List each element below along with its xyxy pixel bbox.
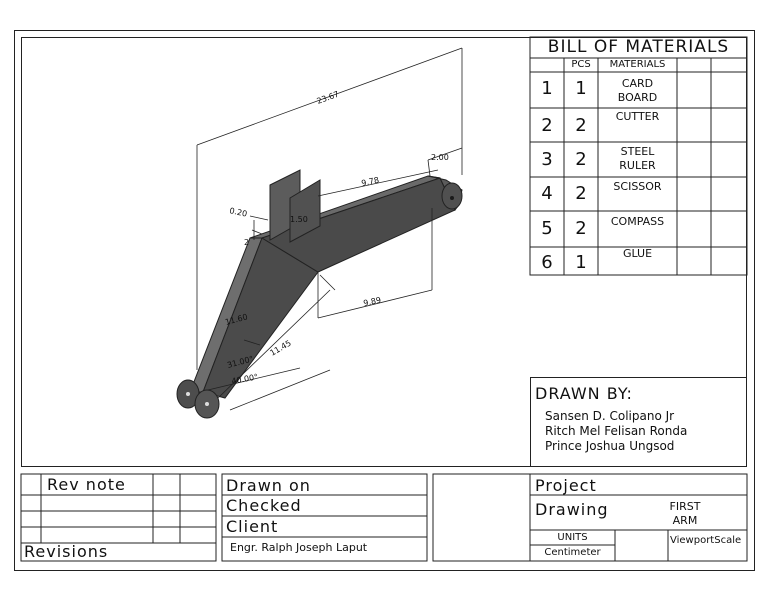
bom-row-material-2: BOARD xyxy=(617,91,658,104)
dim-9-89: 9.89 xyxy=(363,295,382,308)
bom-row-no: 6 xyxy=(541,252,553,273)
unit-value: Centimeter xyxy=(544,547,601,558)
drawn-by-name: Ritch Mel Felisan Ronda xyxy=(545,424,688,438)
drawing-name-line1: FIRST xyxy=(669,500,701,513)
bom-title: BILL OF MATERIALS xyxy=(547,37,730,57)
checked-label: Checked xyxy=(226,496,302,515)
bom-row-pcs: 1 xyxy=(575,252,587,273)
dim-9-78: 9.78 xyxy=(361,175,380,188)
bom-row-no: 4 xyxy=(541,183,553,204)
bom-row-material: COMPASS xyxy=(610,215,665,228)
revisions-label: Revisions xyxy=(24,542,109,561)
bom-row-no: 5 xyxy=(541,218,553,239)
drawing-name-line2: ARM xyxy=(672,514,698,527)
bom-row-pcs: 2 xyxy=(575,149,587,170)
bom-row-material: GLUE xyxy=(622,247,653,260)
rev-note-label: Rev note xyxy=(47,475,126,494)
bom-row-material: SCISSOR xyxy=(613,180,662,193)
viewport-scale-label: ViewportScale xyxy=(670,535,742,546)
bom-row-material: CARD xyxy=(621,77,654,90)
units-label: UNITS xyxy=(557,532,588,543)
bom-row-pcs: 2 xyxy=(575,218,587,239)
bom-row-pcs: 1 xyxy=(575,78,587,99)
drawing-sheet xyxy=(14,30,755,571)
drawn-on-label: Drawn on xyxy=(226,476,311,495)
project-label: Project xyxy=(535,476,597,495)
arm-body xyxy=(176,169,463,419)
bom-col-pcs: PCS xyxy=(571,59,591,70)
bom-row-no: 2 xyxy=(541,115,553,136)
dim-0-20: 0.20 xyxy=(229,206,248,219)
dim-2: 2 xyxy=(244,238,249,247)
drawn-by-label: DRAWN BY: xyxy=(535,384,633,403)
dimension-lines xyxy=(197,48,462,410)
dim-2-00: 2.00 xyxy=(431,153,449,162)
bom-row-pcs: 2 xyxy=(575,183,587,204)
drawn-by-name: Sansen D. Colipano Jr xyxy=(545,409,675,423)
client-label: Client xyxy=(226,517,279,536)
dim-1-50: 1.50 xyxy=(290,215,308,224)
bom-row-no: 3 xyxy=(541,149,553,170)
bom-row-material-2: RULER xyxy=(619,159,656,172)
drawing-label: Drawing xyxy=(535,500,609,519)
bom-col-materials: MATERIALS xyxy=(609,59,666,70)
drawn-by-name: Prince Joshua Ungsod xyxy=(545,439,675,453)
bom-row-no: 1 xyxy=(541,78,553,99)
bom-row-material: CUTTER xyxy=(615,110,660,123)
bom-row-pcs: 2 xyxy=(575,115,587,136)
drawn-by-box xyxy=(530,377,747,467)
bom-row-material: STEEL xyxy=(620,145,655,158)
client-name: Engr. Ralph Joseph Laput xyxy=(230,541,368,554)
